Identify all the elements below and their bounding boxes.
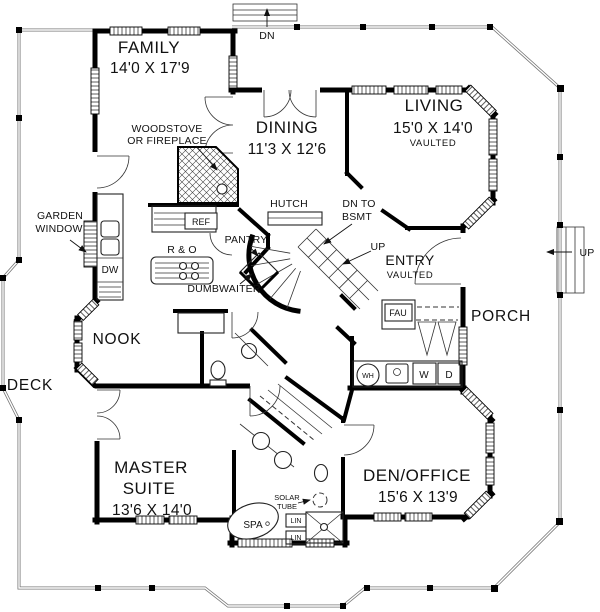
room-label-deck: DECK (7, 377, 53, 394)
dining-french-doors (263, 89, 317, 118)
room-label-family: FAMILY (118, 38, 180, 57)
water-heater-circle (356, 363, 380, 387)
spa-tub (227, 502, 279, 540)
room-dims-family: 14'0 X 17'9 (110, 60, 190, 77)
label-dryer: D (445, 370, 452, 381)
pantry-door (209, 232, 233, 256)
stair-label-up-right: UP (580, 247, 595, 259)
room-label-nook: NOOK (93, 331, 142, 348)
label-lin-upper: LIN (291, 518, 302, 525)
leader-lines (69, 145, 372, 505)
label-dw: DW (102, 265, 119, 276)
hutch-cabinet (267, 211, 323, 226)
deck-stairs-up (546, 226, 585, 294)
stairwell-curved-wall (246, 233, 301, 314)
deck-railing (0, 3, 585, 609)
room-label-dining: DINING (256, 118, 319, 137)
label-ref: REF (192, 217, 211, 227)
dryer-box (437, 362, 461, 385)
room-dims-master: 13'6 X 14'0 (112, 502, 192, 519)
label-woodstove-2: OR FIREPLACE (127, 135, 206, 147)
laundry-counter (352, 360, 463, 388)
label-solar: SOLAR (274, 493, 300, 502)
room-dims-living: 15'0 X 14'0 (393, 120, 473, 137)
room-label-porch: PORCH (471, 308, 531, 325)
label-lin-lower: LIN (291, 535, 302, 542)
room-note-living: VAULTED (410, 138, 457, 149)
label-tube: TUBE (277, 502, 297, 511)
master-bath-toilet (313, 463, 329, 483)
railing-posts (0, 24, 564, 609)
fau-closet (381, 299, 416, 330)
kitchen-sink-bowl (100, 220, 120, 238)
label-range: R & O (167, 244, 197, 256)
bifold-door-right (437, 321, 457, 357)
stair-label-up: UP (371, 241, 386, 253)
room-label-entry: ENTRY (385, 252, 434, 268)
label-hutch: HUTCH (270, 198, 308, 210)
linen-box-upper (285, 513, 307, 528)
room-dims-dining: 11'3 X 12'6 (248, 141, 327, 158)
stair-label-dnto: DN TO (342, 198, 375, 210)
linen-box-lower (285, 530, 307, 545)
doors (96, 89, 462, 456)
master-bath-sink (251, 431, 271, 451)
kitchen-sink-bowl (100, 238, 120, 256)
family-double-doors (204, 96, 234, 154)
windows (73, 26, 498, 548)
room-note-entry: VAULTED (387, 270, 434, 281)
kitchen-deck-door (96, 155, 130, 189)
garden-window (83, 220, 98, 268)
label-garden-1: GARDEN (37, 210, 83, 222)
laundry-sink (385, 363, 409, 384)
master-room-door (249, 385, 281, 417)
interior-walls (94, 88, 467, 522)
range-oven-box (150, 256, 214, 285)
half-bath-door (231, 311, 259, 339)
label-pantry: PANTRY (225, 234, 268, 246)
kitchen-counter (96, 193, 124, 301)
entry-front-door (414, 237, 462, 285)
stair-label-dn: DN (259, 30, 275, 42)
room-dims-den: 15'6 X 13'9 (378, 489, 458, 506)
label-fau: FAU (389, 308, 407, 318)
label-washer: W (419, 370, 429, 381)
half-bath-sink (240, 342, 258, 360)
room-label-master-2: SUITE (123, 479, 176, 498)
room-label-den: DEN/OFFICE (363, 466, 471, 485)
room-label-master-1: MASTER (114, 458, 188, 477)
washer-box (412, 362, 437, 385)
label-garden-2: WINDOW (35, 223, 82, 235)
fau-box (384, 303, 413, 322)
master-bath-sink (273, 450, 293, 470)
solar-tube-circle (312, 492, 328, 508)
utility-fixtures (352, 299, 463, 388)
linen-shelves (177, 312, 225, 334)
bifold-door-left (417, 321, 437, 357)
label-wh: WH (362, 373, 374, 380)
label-dumbwaiter: DUMBWAITER (187, 283, 261, 295)
room-label-living: LIVING (405, 96, 464, 115)
woodstove (177, 146, 239, 204)
bath-fixtures (177, 312, 344, 545)
label-woodstove-1: WOODSTOVE (131, 123, 202, 135)
kitchen-fixtures (96, 146, 323, 301)
refrigerator-box (184, 212, 218, 230)
half-bath-toilet (210, 360, 226, 380)
den-door (343, 424, 375, 456)
labels-layer: FAMILY 14'0 X 17'9 DN DINING 11'3 X 12'6… (7, 30, 595, 542)
master-deck-doors (96, 389, 121, 440)
deck-stairs-down (232, 3, 298, 27)
stair-label-bsmt: BSMT (342, 211, 372, 223)
label-spa: SPA (243, 520, 263, 531)
